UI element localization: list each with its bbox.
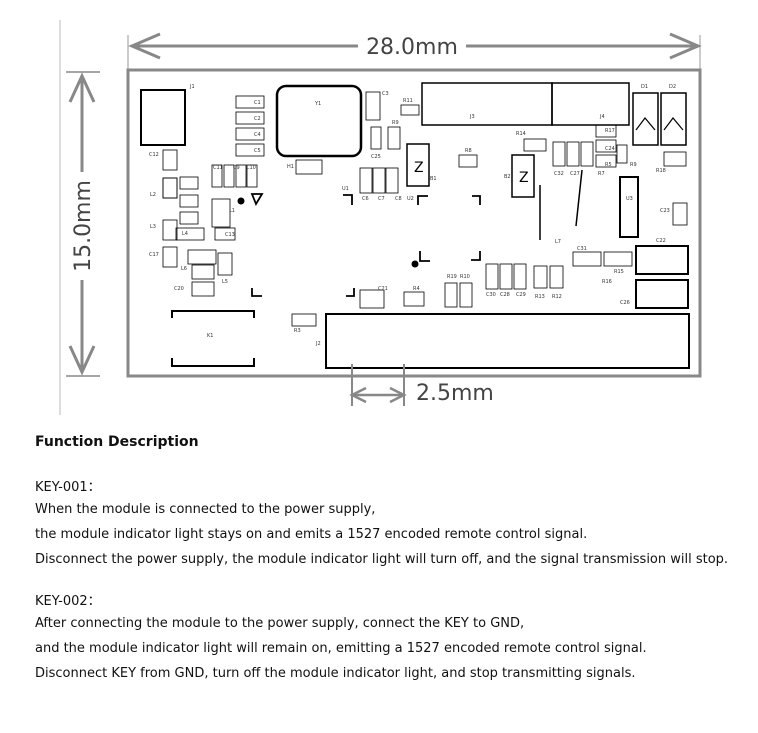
r14-label: R14 [516, 131, 526, 137]
b2-z-mark: Z [519, 170, 529, 186]
b2-label: B2 [504, 174, 511, 180]
c17-label: C17 [149, 252, 159, 258]
key1-block: KEY-001： When the module is connected to… [35, 476, 750, 568]
r13-label: R13 [535, 294, 545, 300]
c31-label: C31 [577, 246, 587, 252]
pin-pitch-label: 2.5mm [416, 381, 494, 406]
c20-label: C20 [174, 286, 184, 292]
l1-label: L1 [229, 208, 235, 214]
b1-z-mark: Z [414, 160, 424, 176]
key1-line-2: the module indicator light stays on and … [35, 527, 588, 542]
c23-label: C23 [660, 208, 670, 214]
pcb-dimension-drawing: 28.0mm 15.0mm J1 Y1 J3 J4 D1 D2 C1 [59, 20, 702, 415]
c32-label: C32 [554, 171, 564, 177]
c26-label: C26 [620, 300, 630, 306]
l4-label: L4 [182, 231, 188, 237]
c28-label: C28 [500, 292, 510, 298]
j2-label: J2 [315, 341, 321, 347]
c8-label: C8 [395, 196, 402, 202]
key2-block: KEY-002： After connecting the module to … [35, 590, 750, 682]
key1-line-3: Disconnect the power supply, the module … [35, 552, 729, 567]
c13-label: C13 [225, 232, 235, 238]
r12-label: R12 [552, 294, 562, 300]
c9-label: C9 [233, 165, 240, 171]
r11-label: R11 [403, 98, 413, 104]
h1-label: H1 [287, 164, 294, 170]
r5-label: R5 [605, 162, 612, 168]
l5-label: L5 [222, 279, 228, 285]
c5-label: C5 [254, 148, 261, 154]
pcb-outline [126, 68, 702, 378]
r15-label: R15 [614, 269, 624, 275]
l7-label: L7 [555, 239, 561, 245]
c29-label: C29 [516, 292, 526, 298]
c7-label: C7 [378, 196, 385, 202]
r19-label: R19 [447, 274, 457, 280]
l2-label: L2 [150, 192, 156, 198]
c25-label: C25 [371, 154, 381, 160]
r8-label: R8 [465, 148, 472, 154]
c30-label: C30 [486, 292, 496, 298]
capacitor-column [235, 95, 265, 157]
svg-text:D2: D2 [669, 84, 676, 90]
j3-label: J3 [469, 114, 475, 120]
j4-label: J4 [599, 114, 605, 120]
k1-label: K1 [207, 333, 213, 339]
svg-text:D1: D1 [641, 84, 648, 90]
width-dimension: 28.0mm [128, 32, 702, 60]
c3-label: C3 [382, 91, 389, 97]
r10-label: R10 [460, 274, 470, 280]
r9-label: R9 [392, 120, 399, 126]
u1-corner-marks [250, 193, 481, 297]
small-components [162, 91, 689, 327]
pin-pitch-dimension: 2.5mm [349, 364, 494, 406]
y1-crystal [275, 84, 363, 158]
r3-label: R3 [294, 328, 301, 334]
r9b-label: R9 [630, 162, 637, 168]
c27-label: C27 [570, 171, 580, 177]
k1-switch [171, 310, 255, 367]
r16-label: R16 [602, 279, 612, 285]
r17-label: R17 [605, 128, 615, 134]
section-heading: Function Description [35, 434, 199, 450]
c10-label: C10 [246, 165, 256, 171]
r4-label: R4 [413, 286, 420, 292]
l3-label: L3 [150, 224, 156, 230]
u3-label: U3 [626, 196, 633, 202]
height-label: 15.0mm [71, 180, 96, 272]
key1-line-1: When the module is connected to the powe… [35, 502, 376, 517]
c2-label: C2 [254, 116, 261, 122]
key1-title: KEY-001： [35, 480, 101, 495]
key2-line-2: and the module indicator light will rema… [35, 641, 647, 656]
j4-connector [551, 82, 630, 126]
j1-component [140, 89, 186, 146]
r18-label: R18 [656, 168, 666, 174]
function-description: Function Description KEY-001： When the m… [35, 430, 750, 704]
l6-label: L6 [181, 266, 187, 272]
c1-label: C1 [254, 100, 261, 106]
j1-label: J1 [189, 84, 195, 90]
d2-diode: D2 [660, 84, 687, 146]
c4-label: C4 [254, 132, 261, 138]
c22-label: C22 [656, 238, 666, 244]
b1-label: B1 [430, 176, 437, 182]
u1-label: U1 [342, 186, 349, 192]
key2-line-1: After connecting the module to the power… [35, 616, 525, 631]
y1-label: Y1 [314, 101, 321, 107]
c24-label: C24 [605, 146, 615, 152]
r7-label: R7 [598, 171, 605, 177]
key2-title: KEY-002： [35, 594, 101, 609]
d1-diode: D1 [632, 84, 659, 146]
c12-label: C12 [149, 152, 159, 158]
key2-line-3: Disconnect KEY from GND, turn off the mo… [35, 666, 636, 681]
c6-label: C6 [362, 196, 369, 202]
u2-label: U2 [407, 196, 414, 202]
c21-label: C21 [378, 286, 388, 292]
j2-header [325, 313, 690, 369]
c11-label: C11 [213, 165, 223, 171]
width-label: 28.0mm [366, 35, 458, 60]
height-dimension: 15.0mm [66, 71, 100, 377]
